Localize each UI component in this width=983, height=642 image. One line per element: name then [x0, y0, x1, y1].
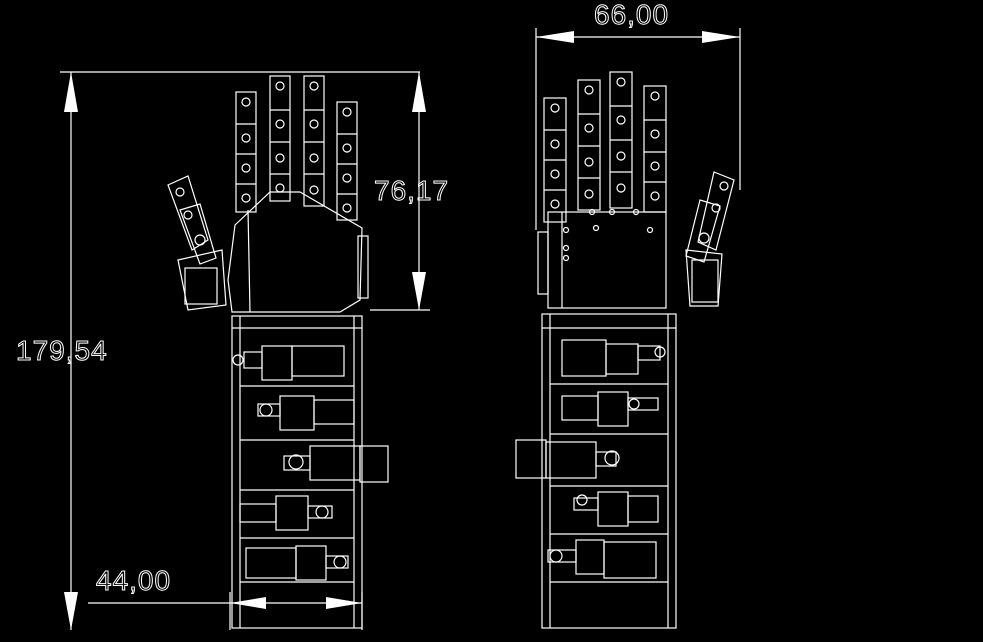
left-finger-1 — [235, 91, 257, 213]
right-finger-3 — [609, 71, 633, 209]
right-finger-4 — [643, 85, 667, 213]
dimension-forearm-width: 44,00 — [88, 565, 363, 630]
overall-length-label: 179,54 — [16, 335, 108, 366]
hand-width-label: 66,00 — [594, 0, 669, 30]
right-servo-4 — [573, 491, 659, 527]
dimension-palm-length: 76,17 — [370, 72, 449, 311]
left-servo-2 — [257, 395, 355, 431]
left-servo-4 — [239, 495, 333, 531]
right-servo-5 — [547, 539, 657, 579]
left-finger-3 — [303, 75, 325, 207]
left-forearm-frame — [231, 315, 363, 629]
right-servo-1 — [561, 339, 666, 377]
forearm-width-label: 44,00 — [96, 565, 171, 596]
dimension-overall-length: 179,54 — [16, 71, 420, 630]
right-hand-view — [515, 71, 735, 629]
left-finger-2 — [269, 75, 291, 202]
right-forearm-frame — [541, 313, 677, 629]
dimension-hand-width: 66,00 — [535, 0, 741, 230]
left-thumb — [167, 175, 227, 311]
left-hand-view — [167, 75, 389, 629]
left-finger-4 — [336, 101, 358, 221]
right-servo-2 — [561, 391, 659, 427]
right-thumb — [685, 171, 735, 307]
left-servo-1 — [232, 345, 345, 381]
left-servo-5 — [245, 545, 349, 581]
palm-length-label: 76,17 — [374, 175, 449, 206]
right-finger-2 — [577, 79, 601, 211]
left-servo-3 — [283, 445, 389, 483]
right-servo-3 — [515, 439, 620, 479]
right-finger-1 — [543, 97, 567, 223]
